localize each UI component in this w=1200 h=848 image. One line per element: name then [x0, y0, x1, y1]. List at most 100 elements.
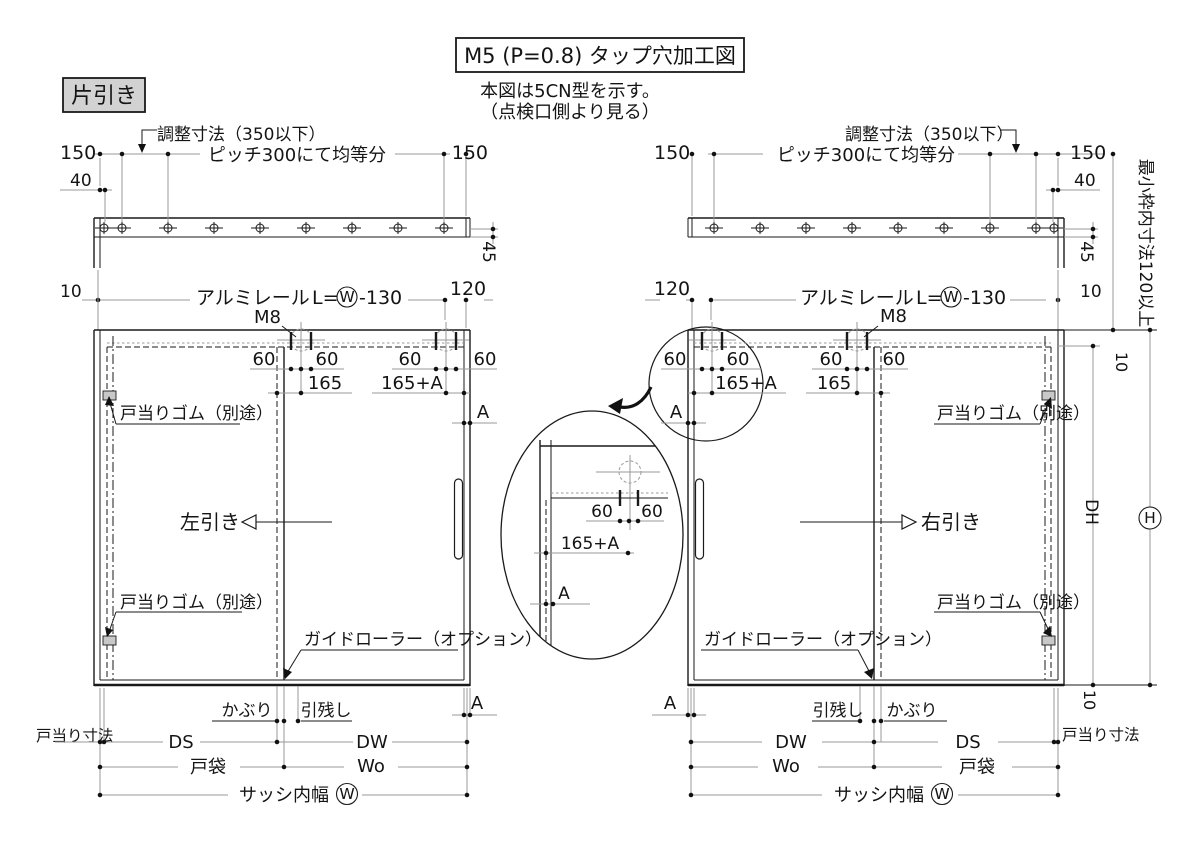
left-rail-label-row: 10 アルミレール L= W -130 120 M8	[60, 270, 493, 338]
dim-45-right: 45	[1076, 241, 1096, 263]
dim-60: 60	[727, 349, 750, 370]
rail-length-suffix: -130	[963, 287, 1006, 309]
dim-165: 165	[817, 373, 851, 394]
left-door-dims: 60 60 165 60 60 165+A A	[250, 349, 497, 426]
dim-45-left: 45	[478, 241, 498, 263]
tap-hole-right-2	[833, 322, 881, 392]
right-rail-label-row: 120 アルミレール L= W -130 10 M8	[645, 270, 1102, 338]
rail-length-w: W	[943, 288, 958, 306]
tap-hole-left-2	[422, 322, 469, 392]
door-stop-label: 戸当りゴム（別途）	[937, 403, 1090, 424]
dim-DS: DS	[955, 732, 980, 753]
rail-label: アルミレール	[800, 287, 914, 309]
drawing-title: M5 (P=0.8) タップ穴加工図	[464, 44, 736, 68]
dim-H-symbol: H	[1144, 509, 1156, 527]
dim-10-top-gap: 10	[1112, 352, 1131, 372]
left-door-labels: 戸当りゴム（別途） 戸当りゴム（別途） ガイドローラー（オプション） 左引き	[105, 396, 542, 679]
rail-length-suffix: -130	[359, 287, 402, 309]
right-rail-section: 150 150 ピッチ300にて均等分 調整寸法（350以下） 40 45	[654, 125, 1106, 268]
guide-roller-label: ガイドローラー（オプション）	[304, 630, 542, 650]
rail-length-prefix: L=	[916, 287, 943, 309]
hikinokoshi-label: 引残し	[813, 701, 864, 721]
detail-dim-60: 60	[591, 502, 613, 522]
dim-40: 40	[70, 171, 92, 191]
toatari-label-left: 戸当り寸法	[36, 727, 114, 745]
dim-150-left: 150	[654, 142, 690, 164]
door-handle-left	[453, 478, 464, 560]
dim-DS: DS	[168, 732, 193, 753]
dim-60: 60	[820, 349, 843, 370]
tobukuro-label: 戸袋	[959, 757, 995, 778]
drawing-note-2: （点検口側より見る）	[480, 102, 660, 123]
left-bottom-dims: かぶり 引残し A 戸当り寸法 DS DW 戸袋 Wo サッシ内幅 W	[36, 686, 497, 806]
dim-10-bottom-gap: 10	[1080, 690, 1099, 710]
left-rail-section: 150 150 ピッチ300にて均等分 調整寸法（350以下） 40 45	[60, 125, 498, 268]
kaburi-label: かぶり	[887, 701, 938, 721]
rail-length-w: W	[339, 288, 354, 306]
dim-Wo: Wo	[772, 756, 800, 777]
title-box	[455, 37, 745, 73]
sash-inner-w: W	[339, 785, 354, 803]
detail-dim-60: 60	[641, 502, 663, 522]
dim-40: 40	[1074, 171, 1096, 191]
tap-hole-right-1	[689, 322, 736, 392]
dim-60: 60	[474, 349, 497, 370]
dim-150-left: 150	[60, 142, 96, 164]
right-edge-dims: 最小枠内寸法120以上 10 DH H 10	[1058, 151, 1162, 710]
variant-box	[62, 77, 146, 113]
dim-A: A	[477, 402, 490, 423]
rail-length-prefix: L=	[312, 287, 339, 309]
guide-roller-label: ガイドローラー（オプション）	[704, 630, 942, 650]
right-door	[687, 322, 1065, 687]
title-block: M5 (P=0.8) タップ穴加工図 本図は5CN型を示す。 （点検口側より見る…	[62, 37, 745, 123]
dim-165A: 165+A	[381, 373, 443, 394]
dim-150-right: 150	[1070, 142, 1106, 164]
right-door-labels: 戸当りゴム（別途） 戸当りゴム（別途） ガイドローラー（オプション） 右引き	[701, 397, 1090, 679]
dim-60: 60	[253, 349, 276, 370]
hikinokoshi-label: 引残し	[301, 701, 352, 721]
dim-A-bottom: A	[471, 693, 484, 714]
dim-60: 60	[316, 349, 339, 370]
door-stop-rubber-bottom-left	[102, 635, 117, 646]
dim-60: 60	[883, 349, 906, 370]
m8-label-left: M8	[254, 307, 281, 328]
dim-120-left: 120	[450, 278, 486, 300]
dim-60: 60	[664, 349, 687, 370]
rail-holes-right	[705, 222, 1063, 234]
dim-DW: DW	[356, 732, 388, 753]
adjust-label: 調整寸法（350以下）	[157, 125, 325, 145]
rail-holes-left	[95, 222, 453, 234]
drawing-note-1: 本図は5CN型を示す。	[480, 81, 660, 102]
dim-120-right: 120	[654, 278, 690, 300]
dim-150-right: 150	[452, 142, 488, 164]
door-handle-right	[694, 478, 705, 560]
pitch-label: ピッチ300にて均等分	[208, 145, 386, 166]
dim-60: 60	[399, 349, 422, 370]
pitch-label: ピッチ300にて均等分	[777, 145, 955, 166]
sash-inner-w: W	[934, 785, 949, 803]
detail-dim-165A: 165+A	[561, 534, 620, 554]
sash-inner-label: サッシ内幅	[239, 785, 329, 806]
dim-165A: 165+A	[715, 373, 777, 394]
dim-10-left: 10	[60, 282, 82, 302]
slide-direction-left: 左引き	[180, 510, 240, 534]
dim-A: A	[670, 402, 683, 423]
detail-source-circle	[648, 326, 764, 442]
dim-DW: DW	[775, 732, 807, 753]
dim-10-right: 10	[1080, 282, 1102, 302]
tap-hole-left-1	[277, 322, 325, 392]
slide-direction-right: 右引き	[921, 510, 981, 534]
door-stop-label: 戸当りゴム（別途）	[937, 592, 1090, 613]
detail-arrow	[619, 386, 653, 409]
right-bottom-dims: 引残し かぶり A DW DS 戸当り寸法 Wo 戸袋 サッシ内幅 W	[652, 686, 1140, 806]
m8-label-right: M8	[880, 306, 907, 327]
rail-label: アルミレール	[196, 287, 310, 309]
door-stop-label: 戸当りゴム（別途）	[120, 403, 273, 424]
right-door-dims: 60 60 165+A 60 60 165 A	[661, 349, 908, 426]
min-frame-label: 最小枠内寸法120以上	[1135, 159, 1155, 327]
door-stop-rubber-bottom-right	[1041, 635, 1056, 646]
toatari-label-right: 戸当り寸法	[1062, 726, 1140, 744]
kaburi-label: かぶり	[222, 701, 273, 721]
